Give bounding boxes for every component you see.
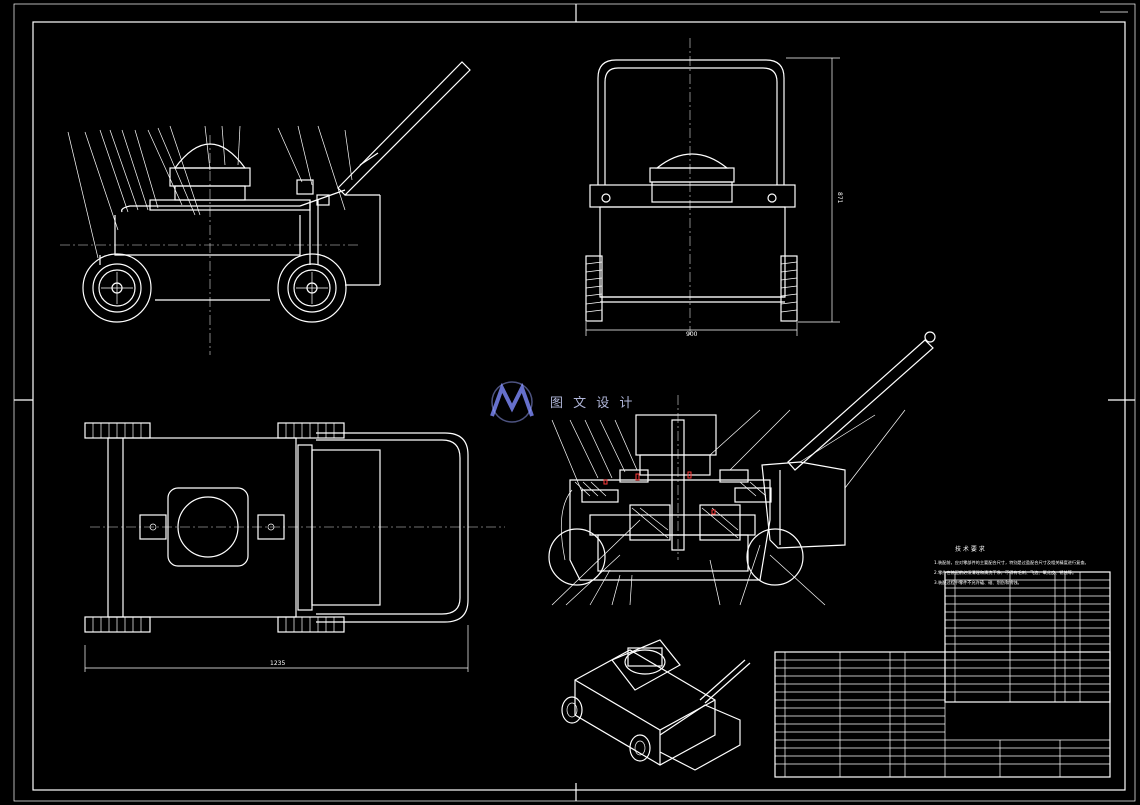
front-height-dim: 871 — [836, 192, 843, 204]
iso-wheel-b — [629, 734, 651, 762]
side-view — [60, 61, 471, 355]
front-width-dim: 900 — [686, 331, 698, 338]
rear-wheel — [82, 253, 152, 323]
top-view — [84, 422, 505, 672]
front-view — [585, 38, 840, 336]
section-view — [548, 331, 936, 606]
right-tire — [780, 255, 798, 322]
notes-line-1: 1.装配前，应对零部件的主要配合尺寸，特别是过盈配合尺寸及相关精度进行复查。 — [934, 559, 1089, 566]
notes-line-3: 3.装配过程中零件不允许磕、碰、划伤和锈蚀。 — [934, 579, 1022, 586]
notes-title: 技 术 要 求 — [955, 545, 985, 553]
left-tire — [585, 255, 603, 322]
isometric-view — [561, 639, 751, 771]
front-wheel — [277, 253, 347, 323]
inner-border — [32, 21, 1126, 791]
title-block — [774, 651, 1111, 778]
outer-border — [13, 3, 1136, 802]
parts-list — [944, 571, 1111, 703]
wm-logo-icon — [490, 381, 534, 423]
watermark-text: 图 文 设 计 — [550, 396, 636, 411]
top-length-dim: 1235 — [270, 660, 285, 667]
iso-wheel-a — [561, 696, 583, 724]
